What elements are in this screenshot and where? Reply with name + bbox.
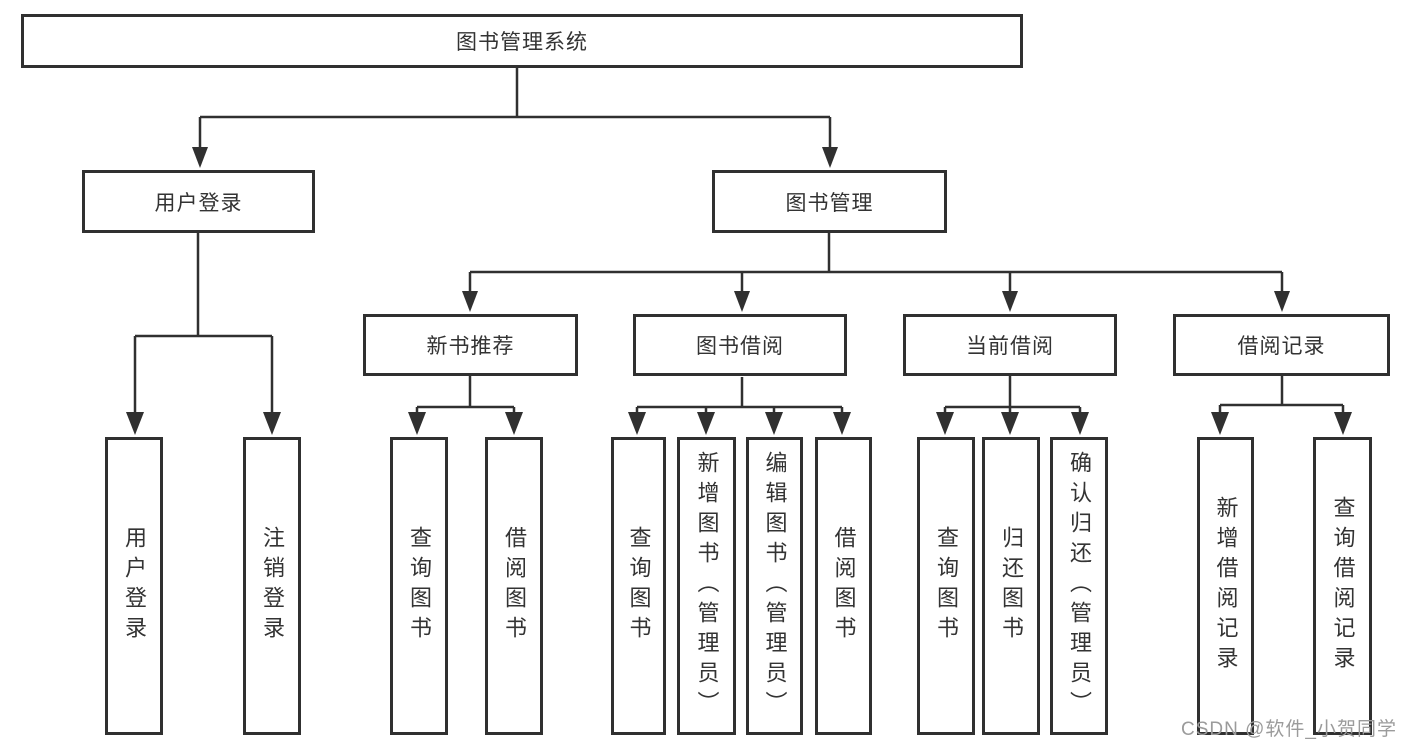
leaf-query-books-recommend-label: 查询图书 [407,526,432,646]
leaf-user-login: 用户登录 [105,437,163,735]
leaf-logout: 注销登录 [243,437,301,735]
leaf-edit-books-admin: 编辑图书（管理员） [746,437,803,735]
leaf-logout-label: 注销登录 [260,526,285,646]
leaf-return-books-label: 归还图书 [999,526,1024,646]
leaf-borrow-books-label: 借阅图书 [831,526,857,646]
leaf-query-books-borrowing-label: 查询图书 [626,526,652,646]
node-root-library-system: 图书管理系统 [21,14,1023,68]
leaf-query-books-borrowing: 查询图书 [611,437,666,735]
node-borrowing-records: 借阅记录 [1173,314,1390,376]
leaf-user-login-label: 用户登录 [122,526,147,646]
leaf-borrow-books-recommend: 借阅图书 [485,437,543,735]
leaf-borrow-books-recommend-label: 借阅图书 [502,526,527,646]
node-new-book-recommend-label: 新书推荐 [426,335,515,358]
node-book-borrowing: 图书借阅 [633,314,847,376]
leaf-add-borrow-record: 新增借阅记录 [1197,437,1254,735]
node-root-label: 图书管理系统 [456,31,588,54]
leaf-edit-books-admin-label: 编辑图书（管理员） [762,451,788,721]
node-current-borrowing: 当前借阅 [903,314,1117,376]
leaf-add-books-admin-label: 新增图书（管理员） [694,451,720,721]
node-book-management-label: 图书管理 [785,191,874,215]
leaf-add-books-admin: 新增图书（管理员） [677,437,736,735]
node-book-management: 图书管理 [712,170,947,233]
leaf-query-books-current: 查询图书 [917,437,975,735]
leaf-confirm-return-admin-label: 确认归还（管理员） [1067,451,1092,721]
leaf-query-borrow-record: 查询借阅记录 [1313,437,1372,735]
node-user-login: 用户登录 [82,170,315,233]
leaf-query-borrow-record-label: 查询借阅记录 [1330,496,1356,676]
node-user-login-label: 用户登录 [154,191,243,215]
leaf-return-books: 归还图书 [982,437,1040,735]
node-borrowing-records-label: 借阅记录 [1237,335,1326,358]
node-new-book-recommend: 新书推荐 [363,314,578,376]
csdn-watermark: CSDN @软件_小贺同学 [1181,719,1397,740]
leaf-borrow-books: 借阅图书 [815,437,872,735]
leaf-query-books-recommend: 查询图书 [390,437,448,735]
leaf-query-books-current-label: 查询图书 [934,526,959,646]
leaf-confirm-return-admin: 确认归还（管理员） [1050,437,1108,735]
node-current-borrowing-label: 当前借阅 [966,335,1054,358]
leaf-add-borrow-record-label: 新增借阅记录 [1213,496,1239,676]
node-book-borrowing-label: 图书借阅 [696,335,784,358]
